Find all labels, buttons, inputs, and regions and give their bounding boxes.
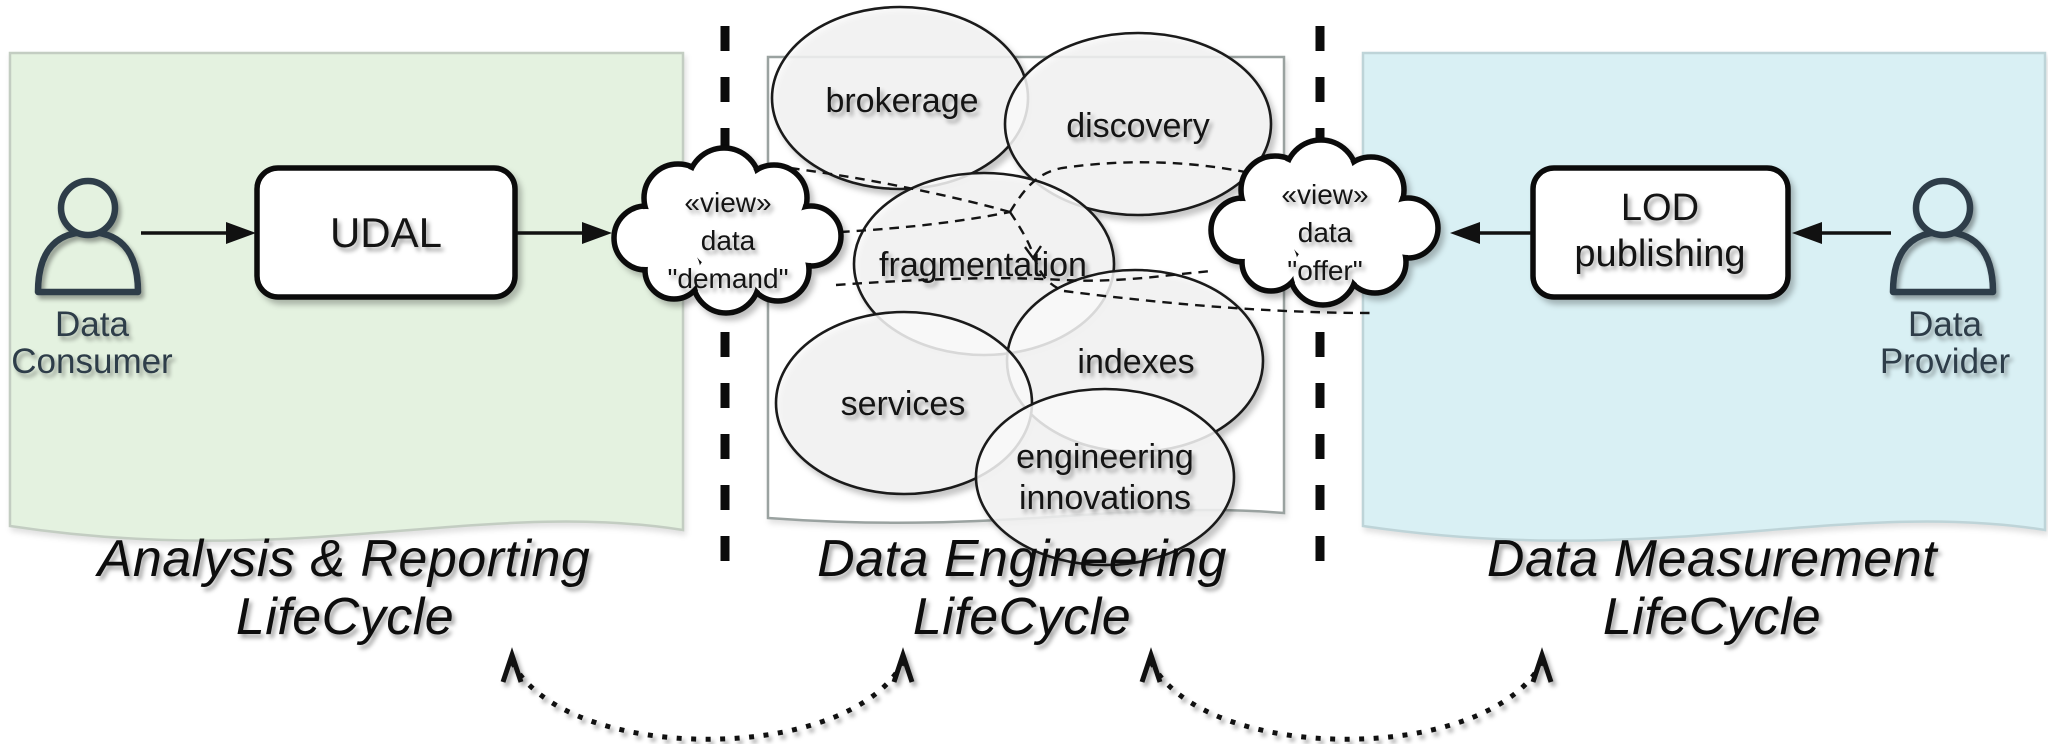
discovery-label: discovery bbox=[1066, 107, 1210, 145]
data-measurement-title-line2: LifeCycle bbox=[1603, 588, 1821, 646]
ellipse-engineering-innovations bbox=[974, 387, 1236, 567]
analysis-reporting-title-line2: LifeCycle bbox=[236, 588, 454, 646]
services-label: services bbox=[841, 385, 966, 423]
demand-cloud-line3: "demand" bbox=[667, 263, 788, 294]
offer-cloud-line3: "offer" bbox=[1287, 255, 1362, 286]
arrow-lod-to-offer-cloud bbox=[1450, 222, 1531, 244]
demand-cloud-line2: data bbox=[701, 225, 756, 256]
analysis-reporting-title-line1: Analysis & Reporting bbox=[95, 530, 591, 588]
arrow-udal-to-demand-cloud bbox=[517, 222, 612, 244]
data-consumer-icon: Data Consumer bbox=[11, 177, 173, 381]
data-provider-icon: Data Provider bbox=[1880, 177, 2011, 381]
lifecycle-link-arc-right bbox=[1139, 647, 1554, 742]
data-engineering-title-line1: Data Engineering bbox=[817, 530, 1227, 588]
offer-cloud-line1: «view» bbox=[1281, 179, 1368, 210]
ellipse-discovery bbox=[1003, 31, 1273, 217]
udal-label: UDAL bbox=[330, 209, 442, 256]
brokerage-label: brokerage bbox=[825, 82, 978, 120]
lod-publishing-label-line2: publishing bbox=[1574, 233, 1745, 275]
data-provider-label-line1: Data bbox=[1908, 305, 1982, 344]
engineering-innovations-label-line1: engineering bbox=[1016, 438, 1194, 476]
fragmentation-label: fragmentation bbox=[879, 246, 1087, 284]
lod-publishing-box: LOD publishing bbox=[1530, 165, 1791, 300]
data-engineering-title-line2: LifeCycle bbox=[913, 588, 1131, 646]
offer-cloud-line2: data bbox=[1298, 217, 1353, 248]
data-consumer-label-line1: Data bbox=[55, 305, 129, 344]
data-provider-head bbox=[1912, 177, 1974, 239]
udal-box: UDAL bbox=[254, 165, 518, 300]
view-data-demand-cloud: «view» data "demand" bbox=[614, 148, 841, 313]
indexes-label: indexes bbox=[1077, 343, 1194, 381]
demand-cloud-line1: «view» bbox=[684, 187, 771, 218]
data-consumer-label-line2: Consumer bbox=[11, 342, 173, 381]
data-consumer-head bbox=[57, 177, 119, 239]
arrow-consumer-to-udal bbox=[141, 222, 256, 244]
lifecycle-link-arc-left bbox=[500, 647, 915, 742]
engineering-innovations-label-line2: innovations bbox=[1019, 479, 1191, 517]
lod-publishing-label-line1: LOD bbox=[1621, 187, 1699, 229]
view-data-offer-cloud: «view» data "offer" bbox=[1211, 140, 1438, 305]
view-mapping-dashed-lines bbox=[789, 161, 1373, 315]
arrow-provider-to-lod bbox=[1792, 222, 1891, 244]
data-provider-label-line2: Provider bbox=[1880, 342, 2011, 381]
data-measurement-title-line1: Data Measurement bbox=[1487, 530, 1939, 588]
